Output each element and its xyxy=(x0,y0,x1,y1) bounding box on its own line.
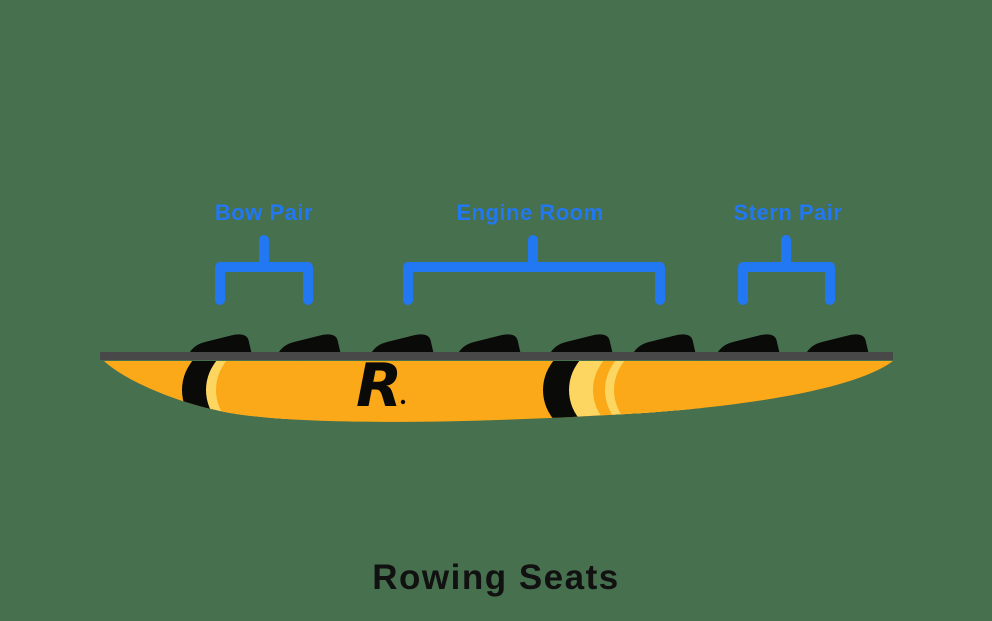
seats-layer xyxy=(188,334,869,355)
seat xyxy=(370,334,434,355)
seat xyxy=(457,334,521,355)
boat-logo-dot xyxy=(400,399,406,405)
bracket-engine-room xyxy=(403,235,665,305)
seat xyxy=(632,334,696,355)
seat xyxy=(716,334,780,355)
seat xyxy=(188,334,252,355)
label-bow-pair: Bow Pair xyxy=(214,200,314,225)
diagram-title: Rowing Seats xyxy=(372,558,620,597)
hull-decals xyxy=(182,361,706,422)
gunwale-line xyxy=(100,352,893,360)
seat xyxy=(805,334,869,355)
bracket-frame xyxy=(215,262,313,305)
boat-logo: R xyxy=(356,351,402,421)
seat xyxy=(549,334,613,355)
bow-crescent-fill xyxy=(216,361,308,422)
bracket-frame xyxy=(738,262,835,305)
label-stern-pair: Stern Pair xyxy=(733,200,843,225)
seat xyxy=(277,334,341,355)
bracket-bow-pair xyxy=(215,235,313,305)
bracket-frame xyxy=(403,262,665,305)
label-engine-room: Engine Room xyxy=(456,200,604,225)
bracket-stern-pair xyxy=(738,235,835,305)
